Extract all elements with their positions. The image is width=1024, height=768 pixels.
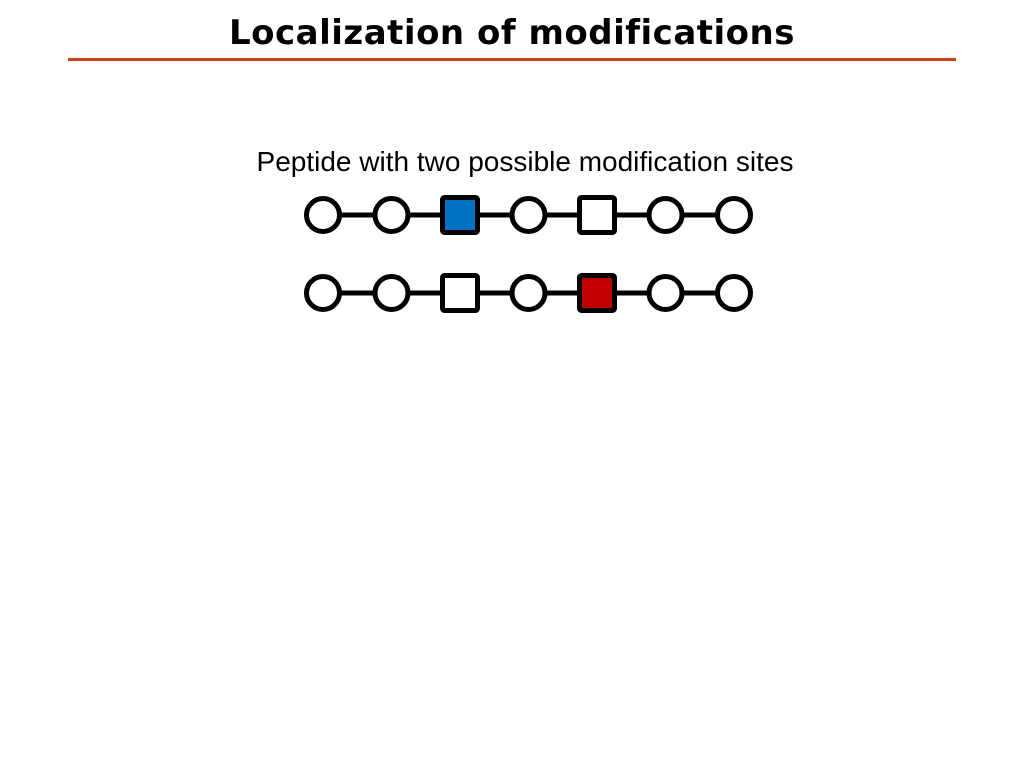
amino-acid-residue: [304, 196, 342, 234]
amino-acid-residue: [372, 274, 411, 312]
amino-acid-residue: [646, 196, 685, 234]
amino-acid-residue: [715, 196, 753, 234]
amino-acid-residue: [646, 274, 685, 312]
peptide-chain-1: [304, 195, 753, 235]
slide-title: Localization of modifications: [229, 13, 795, 53]
modified-site: [577, 273, 617, 313]
title-underline: [68, 58, 956, 61]
possible-modification-site: [440, 273, 480, 313]
modified-site: [440, 195, 480, 235]
possible-modification-site: [577, 195, 617, 235]
peptide-chain-2: [304, 273, 753, 313]
amino-acid-residue: [372, 196, 411, 234]
amino-acid-residue: [304, 274, 342, 312]
amino-acid-residue: [509, 274, 548, 312]
amino-acid-residue: [715, 274, 753, 312]
diagram-caption: Peptide with two possible modification s…: [256, 146, 794, 177]
amino-acid-residue: [509, 196, 548, 234]
